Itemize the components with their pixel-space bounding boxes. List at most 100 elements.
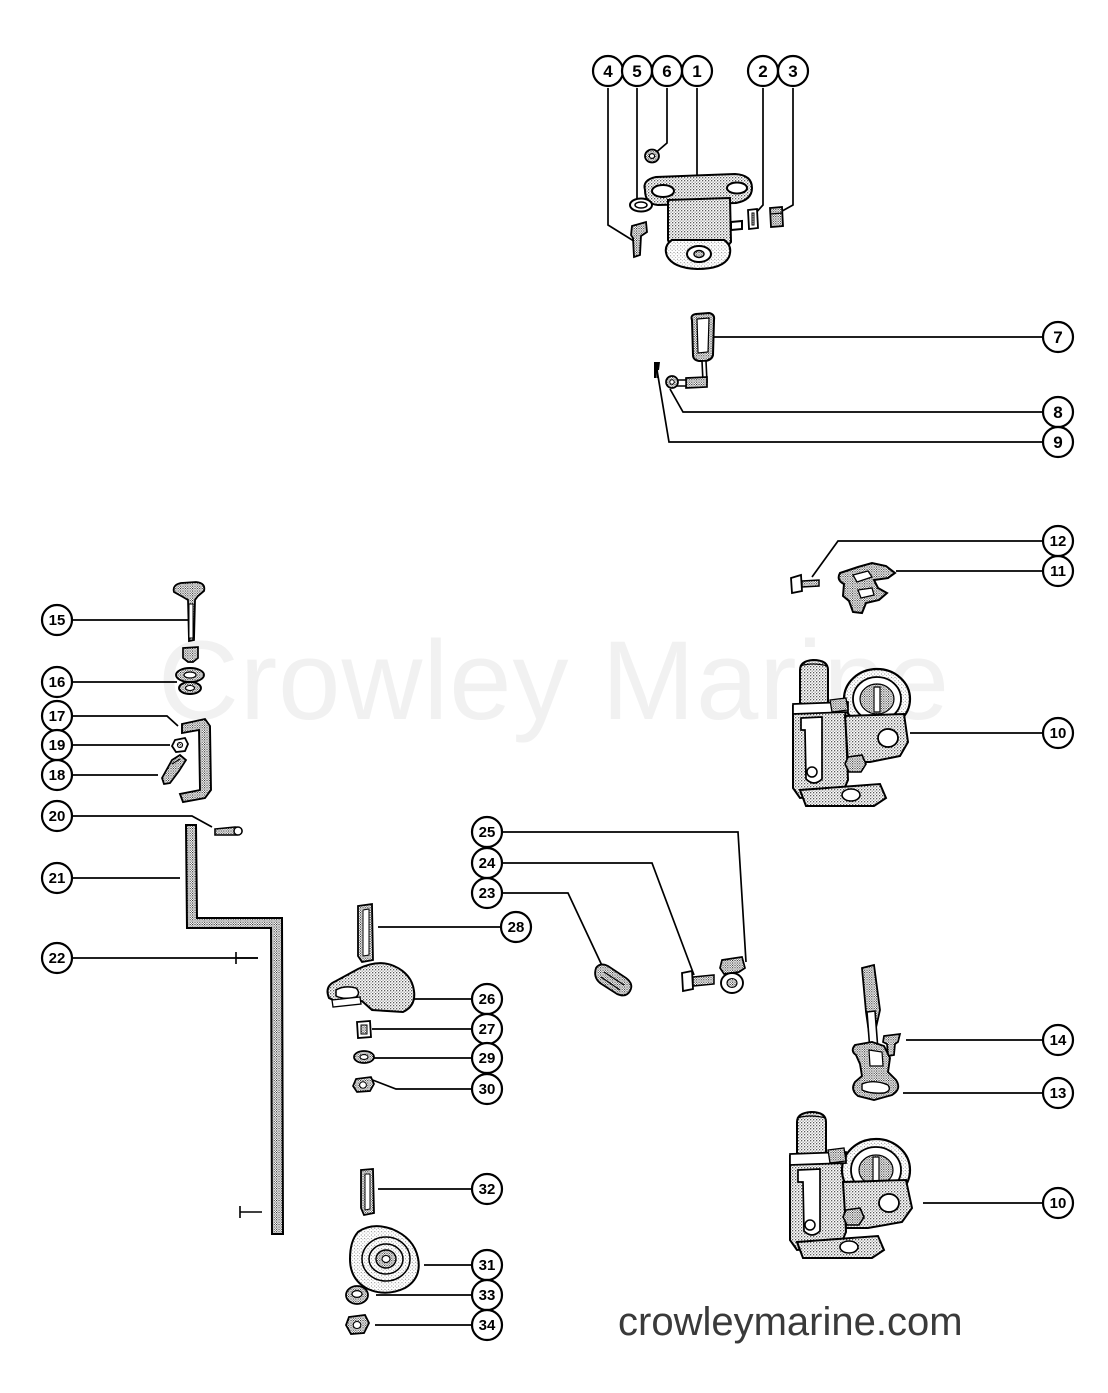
callout-number: 3 bbox=[788, 62, 797, 81]
part-carburetor-upper bbox=[792, 658, 912, 807]
callout-number: 33 bbox=[479, 1287, 496, 1304]
callout-circle[interactable] bbox=[40, 728, 74, 762]
callout-circle[interactable] bbox=[470, 1172, 504, 1206]
dimension-tick-22b bbox=[239, 1206, 262, 1218]
leader-25 bbox=[503, 831, 747, 963]
leader-lines-group bbox=[73, 88, 1042, 1326]
callout-10[interactable]: 10 bbox=[1041, 716, 1075, 750]
callout-5[interactable]: 5 bbox=[620, 54, 654, 88]
callout-7[interactable]: 7 bbox=[1041, 320, 1075, 354]
callout-number: 19 bbox=[49, 737, 66, 754]
callout-circle[interactable] bbox=[1041, 1186, 1075, 1220]
callout-33[interactable]: 33 bbox=[470, 1278, 504, 1312]
part-29-washer bbox=[353, 1050, 375, 1064]
callout-circle[interactable] bbox=[40, 665, 74, 699]
callout-22[interactable]: 22 bbox=[40, 941, 74, 975]
part-4-bolt bbox=[630, 220, 648, 259]
callout-24[interactable]: 24 bbox=[470, 846, 504, 880]
part-26-cam bbox=[326, 962, 416, 1014]
callout-30[interactable]: 30 bbox=[470, 1072, 504, 1106]
callout-number: 28 bbox=[508, 919, 525, 936]
callout-25[interactable]: 25 bbox=[470, 815, 504, 849]
callout-number: 10 bbox=[1050, 1195, 1067, 1212]
callout-16[interactable]: 16 bbox=[40, 665, 74, 699]
callout-28[interactable]: 28 bbox=[499, 910, 533, 944]
callout-8[interactable]: 8 bbox=[1041, 395, 1075, 429]
callout-circle[interactable] bbox=[470, 1072, 504, 1106]
callout-19[interactable]: 19 bbox=[40, 728, 74, 762]
callout-circle[interactable] bbox=[1041, 524, 1075, 558]
part-24-screw bbox=[681, 969, 715, 993]
callout-circle[interactable] bbox=[1041, 1076, 1075, 1110]
callout-circle[interactable] bbox=[499, 910, 533, 944]
callout-26[interactable]: 26 bbox=[470, 982, 504, 1016]
part-13-lever bbox=[851, 1041, 900, 1101]
callout-circle[interactable] bbox=[1041, 716, 1075, 750]
callout-20[interactable]: 20 bbox=[40, 799, 74, 833]
callout-15[interactable]: 15 bbox=[40, 603, 74, 637]
leader-20 bbox=[73, 815, 213, 828]
callout-9[interactable]: 9 bbox=[1041, 425, 1075, 459]
part-choke-lever-linkage bbox=[654, 311, 716, 389]
callout-11[interactable]: 11 bbox=[1041, 554, 1075, 588]
part-14-screw bbox=[882, 1033, 902, 1057]
callout-32[interactable]: 32 bbox=[470, 1172, 504, 1206]
callout-circle[interactable] bbox=[470, 815, 504, 849]
part-fuel-pump-body-assembly bbox=[629, 148, 784, 271]
part-31-coil bbox=[348, 1225, 420, 1294]
callout-number: 13 bbox=[1050, 1085, 1067, 1102]
callout-3[interactable]: 3 bbox=[776, 54, 810, 88]
part-33-washer bbox=[345, 1285, 369, 1305]
part-21-22-throttle-rod bbox=[184, 824, 285, 1235]
callout-number: 17 bbox=[49, 708, 66, 725]
callout-23[interactable]: 23 bbox=[470, 876, 504, 910]
callout-circle[interactable] bbox=[40, 603, 74, 637]
callout-circle[interactable] bbox=[1041, 425, 1075, 459]
callout-12[interactable]: 12 bbox=[1041, 524, 1075, 558]
callout-circle[interactable] bbox=[776, 54, 810, 88]
callout-circle[interactable] bbox=[1041, 320, 1075, 354]
callout-number: 26 bbox=[479, 991, 496, 1008]
callout-circle[interactable] bbox=[40, 799, 74, 833]
callout-number: 30 bbox=[479, 1081, 496, 1098]
part-throttle-shaft-bracket bbox=[161, 581, 285, 1235]
callout-29[interactable]: 29 bbox=[470, 1041, 504, 1075]
callout-number: 4 bbox=[603, 62, 613, 81]
callout-number: 14 bbox=[1050, 1032, 1067, 1049]
callout-6[interactable]: 6 bbox=[650, 54, 684, 88]
leader-12 bbox=[811, 540, 1042, 578]
callout-circle[interactable] bbox=[470, 1308, 504, 1342]
callout-circle[interactable] bbox=[40, 861, 74, 895]
callout-1[interactable]: 1 bbox=[680, 54, 714, 88]
callout-4[interactable]: 4 bbox=[591, 54, 625, 88]
callout-number: 9 bbox=[1053, 433, 1062, 452]
callout-circle[interactable] bbox=[650, 54, 684, 88]
part-28-pin bbox=[357, 902, 374, 963]
part-32-pin bbox=[360, 1168, 375, 1217]
callout-circle[interactable] bbox=[40, 941, 74, 975]
part-18-screw bbox=[161, 753, 188, 786]
callout-34[interactable]: 34 bbox=[470, 1308, 504, 1342]
callout-21[interactable]: 21 bbox=[40, 861, 74, 895]
callout-10[interactable]: 10 bbox=[1041, 1186, 1075, 1220]
callout-13[interactable]: 13 bbox=[1041, 1076, 1075, 1110]
callout-number: 16 bbox=[49, 674, 66, 691]
callout-14[interactable]: 14 bbox=[1041, 1023, 1075, 1057]
callout-27[interactable]: 27 bbox=[470, 1012, 504, 1046]
callout-number: 12 bbox=[1050, 533, 1067, 550]
part-5-washer bbox=[629, 197, 653, 213]
part-27-bushing bbox=[356, 1020, 372, 1039]
leader-17 bbox=[73, 715, 179, 727]
callout-31[interactable]: 31 bbox=[470, 1248, 504, 1282]
callout-number: 22 bbox=[49, 950, 66, 967]
dimension-tick-22 bbox=[235, 952, 258, 964]
callout-18[interactable]: 18 bbox=[40, 758, 74, 792]
callout-17[interactable]: 17 bbox=[40, 699, 74, 733]
callout-number: 20 bbox=[49, 808, 66, 825]
callout-2[interactable]: 2 bbox=[746, 54, 780, 88]
part-19-nut bbox=[170, 736, 189, 753]
callout-circle[interactable] bbox=[1041, 1023, 1075, 1057]
